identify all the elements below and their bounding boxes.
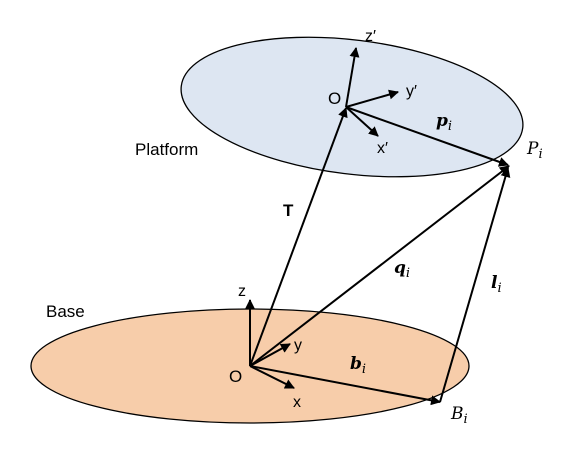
platform-label: Platform (135, 140, 198, 159)
vector-b-subscript: i (362, 362, 366, 377)
platform-origin-label: O (328, 89, 341, 108)
vector-p-arrow (345, 106, 509, 167)
vector-l-subscript: i (497, 281, 501, 296)
point-B-main: B (450, 404, 464, 424)
point-P-subscript: i (538, 147, 542, 162)
base-y-label: y (294, 337, 302, 354)
platform-x-label: x′ (377, 140, 388, 157)
base-origin-label: O (229, 367, 242, 386)
platform-y-label: y′ (406, 83, 417, 100)
vector-q-main: q (394, 258, 406, 278)
vector-l-main: l (491, 273, 498, 293)
vector-q-label: qi (394, 258, 410, 281)
vector-q-subscript: i (406, 266, 410, 281)
point-B-label: Bi (450, 404, 468, 427)
vector-p-subscript: i (448, 119, 452, 134)
vector-l-label: li (491, 273, 502, 296)
platform-z-axis-arrow (345, 47, 360, 108)
vector-b-label: bi (350, 354, 366, 377)
vector-l-arrow (439, 167, 511, 403)
platform-x-axis-arrow (345, 106, 379, 137)
platform-z-label: z′ (365, 28, 376, 45)
vector-T-label: T (283, 201, 294, 220)
vector-p-label: pi (436, 111, 452, 134)
base-y-axis-arrow (249, 343, 291, 367)
platform-ellipse (180, 36, 524, 178)
platform-y-axis-arrow (345, 89, 399, 108)
base-z-label: z (238, 283, 246, 300)
base-x-axis-arrow (249, 365, 295, 389)
vector-T-arrow (249, 107, 348, 367)
base-label: Base (46, 302, 85, 321)
point-B-subscript: i (464, 412, 468, 427)
point-P-label: Pi (526, 139, 543, 162)
base-x-label: x (293, 394, 301, 411)
point-P-main: P (526, 139, 539, 159)
vector-b-arrow (249, 365, 441, 406)
vector-b-main: b (350, 354, 362, 374)
vector-q-arrow (249, 165, 510, 367)
vector-p-main: p (436, 111, 448, 131)
